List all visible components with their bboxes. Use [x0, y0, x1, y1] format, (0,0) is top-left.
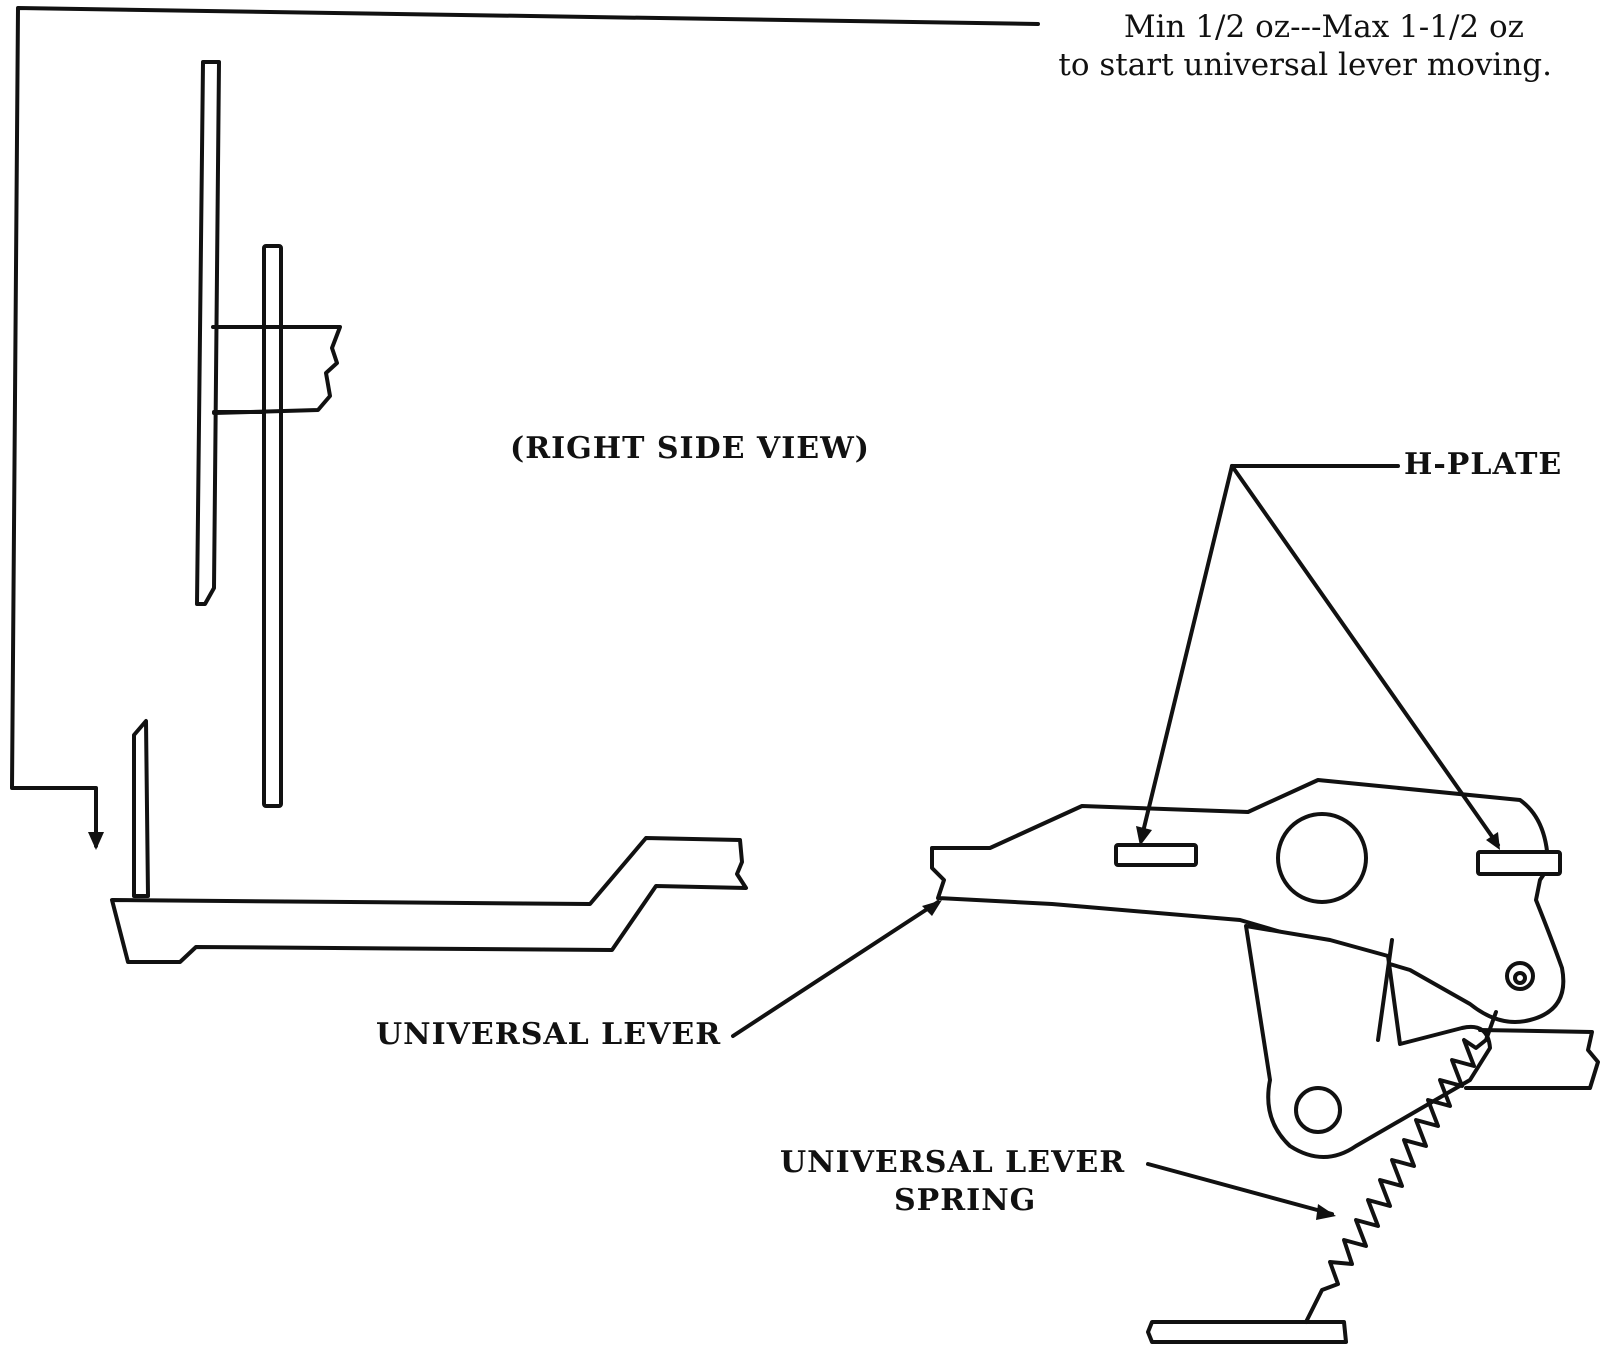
universal-lever-side-view: [110, 836, 748, 964]
universal-lever-spring: [1304, 1010, 1498, 1324]
force-gauge-leader-line: [10, 6, 1040, 848]
frame-stub-right: [1464, 1028, 1600, 1090]
view-label: (RIGHT SIDE VIEW): [510, 431, 870, 466]
force-note-line-1: Min 1/2 oz---Max 1-1/2 oz: [1123, 9, 1524, 45]
force-direction-arrow: [88, 832, 104, 850]
universal-lever-leader: [731, 900, 940, 1038]
h-plate-label: H-PLATE: [1404, 447, 1563, 482]
bracket-pivot-hole: [1294, 1086, 1342, 1134]
pivot-hole-large: [1276, 812, 1368, 904]
universal-lever-body: [930, 778, 1566, 1024]
h-plate-slot-left: [1114, 843, 1198, 867]
spring-leader: [1146, 1162, 1334, 1216]
spring-label-line-1: UNIVERSAL LEVER: [780, 1145, 1126, 1180]
key-lever-bar-right: [262, 244, 283, 808]
bar-guide-block: [211, 325, 342, 415]
force-note-line-2: to start universal lever moving.: [1058, 47, 1552, 83]
key-lever-bar-left: [195, 60, 221, 606]
universal-lever-label: UNIVERSAL LEVER: [376, 1017, 722, 1052]
universal-lever-post: [132, 719, 150, 898]
spring-anchor-plate: [1146, 1320, 1348, 1344]
h-plate-slot-right: [1476, 850, 1562, 876]
pivot-stud: [1505, 961, 1535, 991]
spring-label-line-2: SPRING: [894, 1183, 1037, 1218]
